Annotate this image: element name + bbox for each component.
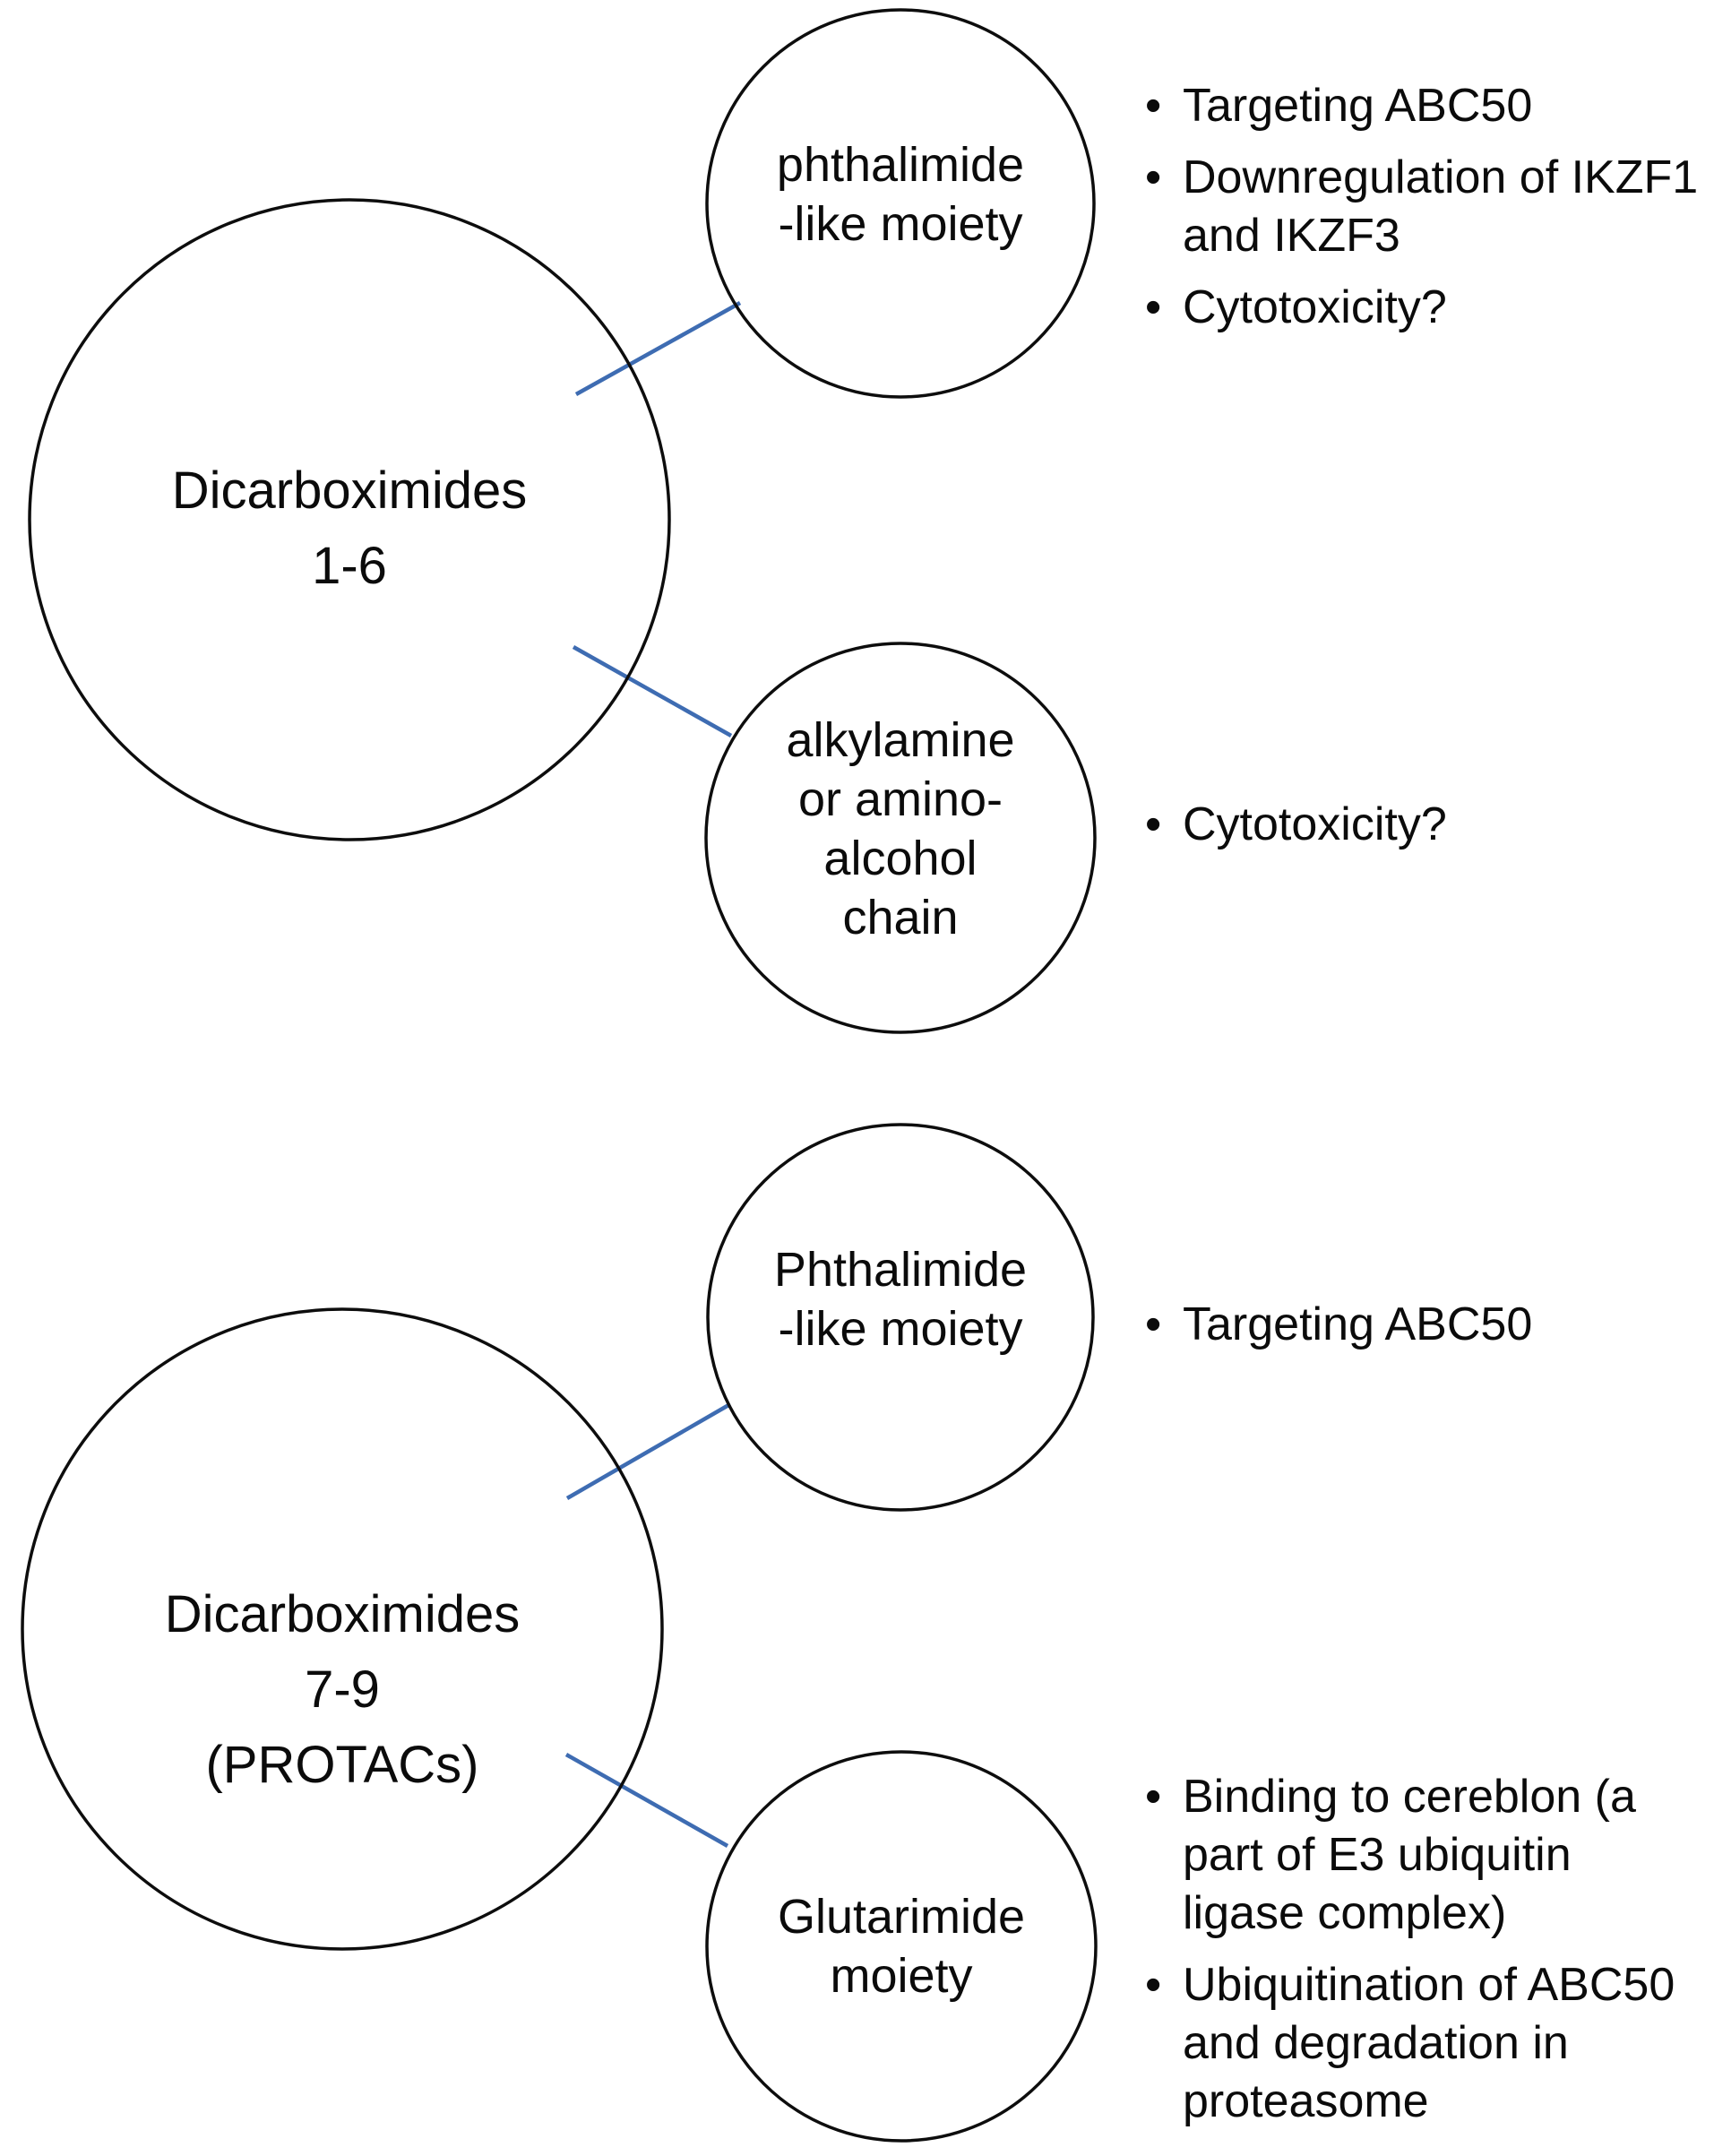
alkylamine-bullet-list: • Cytotoxicity?	[1145, 796, 1714, 867]
bullet-item: • Cytotoxicity?	[1145, 279, 1714, 337]
circle-phthalimide-top	[705, 8, 1096, 399]
circle-dicarboximides-7-9	[21, 1307, 664, 1951]
bullet-marker: •	[1145, 281, 1162, 333]
bullet-text: Downregulation of IKZF1 and IKZF3	[1183, 151, 1699, 262]
bullet-marker: •	[1145, 80, 1162, 132]
bullet-text: Ubiquitination of ABC50 and degradation …	[1183, 1959, 1675, 2127]
circle-phthalimide-bottom	[706, 1123, 1095, 1512]
bullet-marker: •	[1145, 1771, 1162, 1823]
bullet-marker: •	[1145, 1298, 1162, 1350]
bullet-item: • Cytotoxicity?	[1145, 796, 1714, 854]
glutarimide-bullet-list: • Binding to cereblon (a part of E3 ubiq…	[1145, 1768, 1714, 2144]
bullet-item: • Targeting ABC50	[1145, 1296, 1714, 1354]
phthalimide-bottom-bullet-list: • Targeting ABC50	[1145, 1296, 1714, 1367]
bullet-text: Binding to cereblon (a part of E3 ubiqui…	[1183, 1771, 1636, 1939]
bullet-text: Targeting ABC50	[1183, 1298, 1533, 1350]
connector-dicarboximides1-phthalimide	[574, 301, 742, 396]
bullet-text: Cytotoxicity?	[1183, 281, 1447, 333]
bullet-text: Cytotoxicity?	[1183, 798, 1447, 850]
bullet-item: • Ubiquitination of ABC50 and degradatio…	[1145, 1956, 1714, 2131]
bullet-marker: •	[1145, 151, 1162, 203]
connector-dicarboximides2-phthalimide	[565, 1402, 732, 1500]
bullet-marker: •	[1145, 1959, 1162, 2011]
bullet-text: Targeting ABC50	[1183, 80, 1533, 132]
bullet-item: • Binding to cereblon (a part of E3 ubiq…	[1145, 1768, 1714, 1943]
circle-glutarimide	[705, 1750, 1098, 2143]
phthalimide-top-bullet-list: • Targeting ABC50 • Downregulation of IK…	[1145, 77, 1714, 350]
bullet-item: • Downregulation of IKZF1 and IKZF3	[1145, 149, 1714, 265]
circle-alkylamine	[704, 642, 1097, 1034]
circle-dicarboximides-1-6	[28, 198, 671, 841]
bullet-marker: •	[1145, 798, 1162, 850]
connector-dicarboximides1-alkylamine	[572, 645, 733, 737]
bullet-item: • Targeting ABC50	[1145, 77, 1714, 135]
connector-dicarboximides2-glutarimide	[564, 1753, 729, 1848]
